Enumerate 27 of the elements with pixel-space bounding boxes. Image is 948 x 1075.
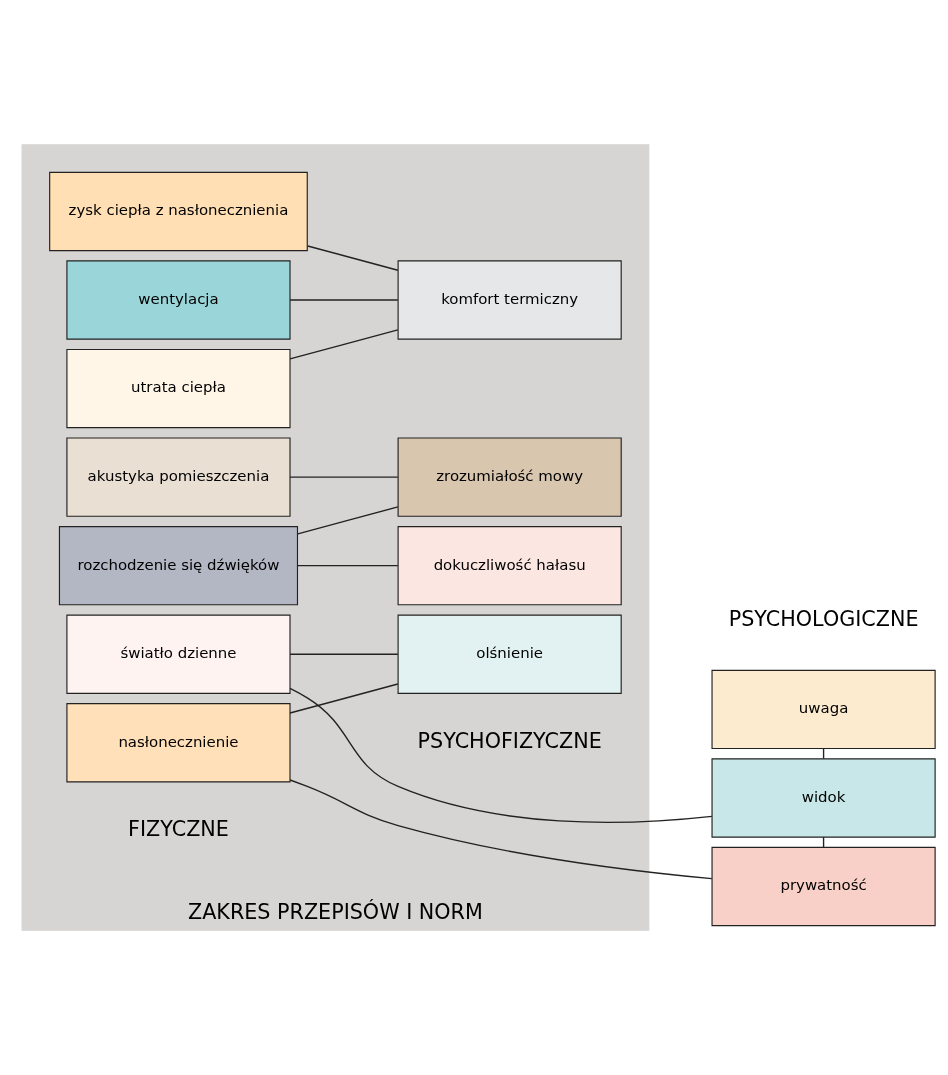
node-box: akustyka pomieszczenia	[66, 437, 291, 517]
node-box: światło dzienne	[66, 614, 291, 694]
connector	[297, 564, 399, 567]
connector	[289, 299, 399, 301]
connector	[289, 476, 399, 478]
connector	[289, 683, 399, 714]
node-box: dokuczliwość hałasu	[397, 526, 622, 606]
connector	[307, 245, 399, 271]
label: FIZYCZNE	[128, 817, 229, 842]
node-box: wentylacja	[66, 260, 291, 340]
node-box: widok	[711, 758, 936, 838]
node-box: utrata ciepła	[66, 348, 291, 429]
label: PSYCHOFIZYCZNE	[417, 728, 602, 753]
connector	[297, 506, 399, 535]
node-box: nasłonecznienie	[66, 703, 291, 783]
node-box: komfort termiczny	[397, 260, 622, 340]
label: PSYCHOLOGICZNE	[728, 606, 919, 631]
node-box: zysk ciepła z nasłonecznienia	[49, 171, 308, 252]
node-box: rozchodzenie się dźwięków	[58, 526, 299, 606]
connector	[289, 653, 399, 655]
node-box: olśnienie	[397, 614, 622, 694]
node-box: zrozumiałość mowy	[397, 437, 622, 517]
connector	[289, 329, 399, 360]
connector	[289, 779, 713, 880]
node-box: uwaga	[711, 669, 936, 750]
connector	[289, 687, 713, 824]
node-box: prywatność	[711, 846, 936, 927]
